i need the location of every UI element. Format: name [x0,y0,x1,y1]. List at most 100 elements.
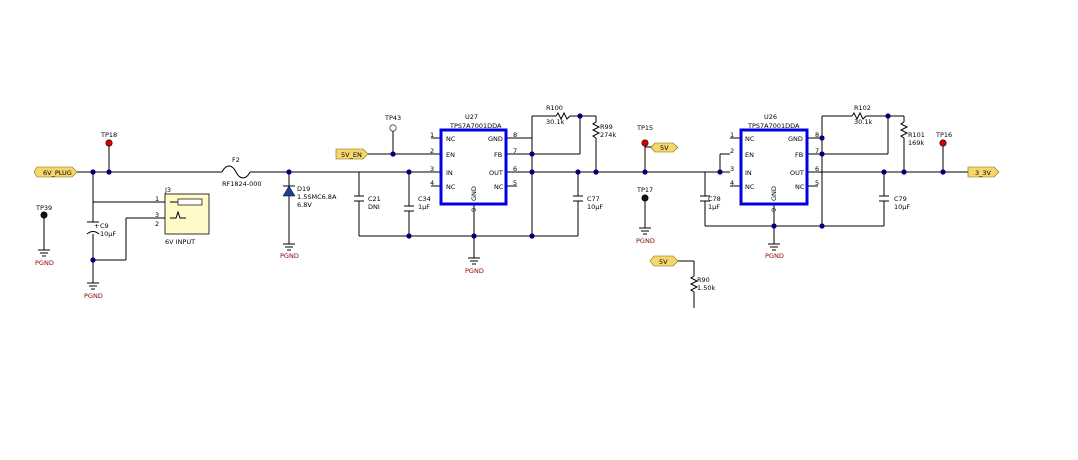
svg-text:FB: FB [795,151,803,159]
ground-symbol: PGND [465,257,484,275]
connector-j3[interactable]: J3 6V INPUT 1 2 3 [155,186,210,246]
port-5v-en[interactable]: 5V_EN [335,148,369,160]
port-5v-out[interactable]: 5V [650,142,679,153]
junction-dot [885,113,891,119]
svg-text:C21: C21 [368,195,381,203]
svg-text:GND: GND [488,135,503,143]
svg-text:GND: GND [770,186,778,201]
resistor-r99[interactable]: R99 274k [591,121,616,139]
svg-text:3: 3 [155,211,159,219]
svg-text:C78: C78 [708,195,721,203]
svg-text:10µF: 10µF [587,203,603,211]
testpoint-tp39[interactable]: TP39 [35,204,52,219]
svg-text:5: 5 [815,179,819,187]
capacitor-c78[interactable]: C78 1µF [700,195,721,211]
capacitor-c77[interactable]: C77 10µF [573,195,603,211]
svg-text:3: 3 [430,165,434,173]
svg-text:10µF: 10µF [100,230,116,238]
resistor-r101[interactable]: R101 169k [899,121,925,147]
svg-text:1µF: 1µF [418,203,430,211]
svg-text:10µF: 10µF [894,203,910,211]
svg-text:30.1k: 30.1k [546,118,564,126]
svg-text:7: 7 [815,147,819,155]
port-5v-in[interactable]: 5V [649,255,679,267]
svg-text:FB: FB [494,151,502,159]
junction-dot [529,233,535,239]
svg-text:+: + [94,222,99,230]
port-6v-plug[interactable]: 6V_PLUG [33,166,78,178]
svg-text:6: 6 [513,165,517,173]
svg-text:C9: C9 [100,222,109,230]
svg-text:6: 6 [815,165,819,173]
junction-dot [771,223,777,229]
svg-text:7: 7 [513,147,517,155]
capacitor-c79[interactable]: C79 10µF [879,195,910,211]
svg-text:TP16: TP16 [935,131,952,139]
svg-text:TP43: TP43 [384,114,401,122]
svg-text:4: 4 [430,179,434,187]
capacitor-c9[interactable]: + C9 10µF [86,221,116,238]
fuse-f2[interactable]: F2 RF1824-000 [221,156,262,188]
svg-text:PGND: PGND [280,252,299,260]
svg-text:2: 2 [730,147,734,155]
testpoint-tp17[interactable]: TP17 [636,186,653,202]
junction-dot [819,223,825,229]
testpoint-tp43[interactable]: TP43 [384,114,401,132]
port-3-3v[interactable]: 3_3V [967,166,1000,178]
testpoint-tp15[interactable]: TP15 [636,124,653,147]
svg-text:NC: NC [446,135,456,143]
junction-dot [106,169,112,175]
junction-dot [406,169,412,175]
svg-text:NC: NC [446,183,456,191]
svg-text:OUT: OUT [489,169,503,177]
junction-dot [406,233,412,239]
svg-text:9: 9 [470,208,478,212]
resistor-r90[interactable]: R90 1.50k [689,275,715,293]
svg-text:OUT: OUT [790,169,804,177]
capacitor-c21[interactable]: C21 DNI [354,195,381,211]
junctions [90,113,946,263]
svg-text:6V_PLUG: 6V_PLUG [43,169,72,177]
junction-dot [90,169,96,175]
testpoint-tp18[interactable]: TP18 [100,131,117,147]
svg-text:D19: D19 [297,185,310,193]
svg-text:9: 9 [770,208,778,212]
svg-text:U26: U26 [764,113,777,121]
capacitor-c34[interactable]: C34 1µF [404,195,431,212]
testpoint-tp16[interactable]: TP16 [935,131,952,147]
svg-text:8: 8 [815,131,819,139]
resistor-r100[interactable]: R100 30.1k [546,104,571,126]
svg-text:5: 5 [513,179,517,187]
svg-text:EN: EN [745,151,754,159]
svg-text:U27: U27 [465,113,478,121]
wires [43,115,968,308]
svg-text:J3: J3 [164,186,171,194]
junction-dot [90,257,96,263]
svg-text:PGND: PGND [35,259,54,267]
ground-symbol: PGND [84,282,103,300]
svg-text:NC: NC [795,183,805,191]
svg-text:2: 2 [155,220,159,228]
svg-text:1.5SMC6.8A: 1.5SMC6.8A [297,193,337,201]
ic-u26[interactable]: U26 TPS7A7001DDA 1 NC 2 EN 3 IN 4 NC 8 G… [730,113,819,212]
svg-text:6V INPUT: 6V INPUT [165,238,195,246]
svg-text:1: 1 [730,131,734,139]
diode-d19[interactable]: D19 1.5SMC6.8A 6.8V [282,185,337,209]
svg-text:TPS7A7001DDA: TPS7A7001DDA [747,122,800,130]
svg-text:4: 4 [730,179,734,187]
svg-text:IN: IN [745,169,752,177]
svg-text:NC: NC [745,183,755,191]
junction-dot [471,233,477,239]
svg-text:R100: R100 [546,104,563,112]
junction-dot [901,169,907,175]
svg-text:8: 8 [513,131,517,139]
ic-u27[interactable]: U27 TPS7A7001DDA 1 NC 2 EN 3 IN 4 NC 8 G… [430,113,517,212]
resistor-r102[interactable]: R102 30.1k [851,104,872,126]
ground-symbol: PGND [636,227,655,245]
svg-text:PGND: PGND [465,267,484,275]
svg-text:5V_EN: 5V_EN [341,151,362,159]
svg-text:PGND: PGND [765,252,784,260]
svg-text:TPS7A7001DDA: TPS7A7001DDA [449,122,502,130]
svg-text:TP18: TP18 [100,131,117,139]
